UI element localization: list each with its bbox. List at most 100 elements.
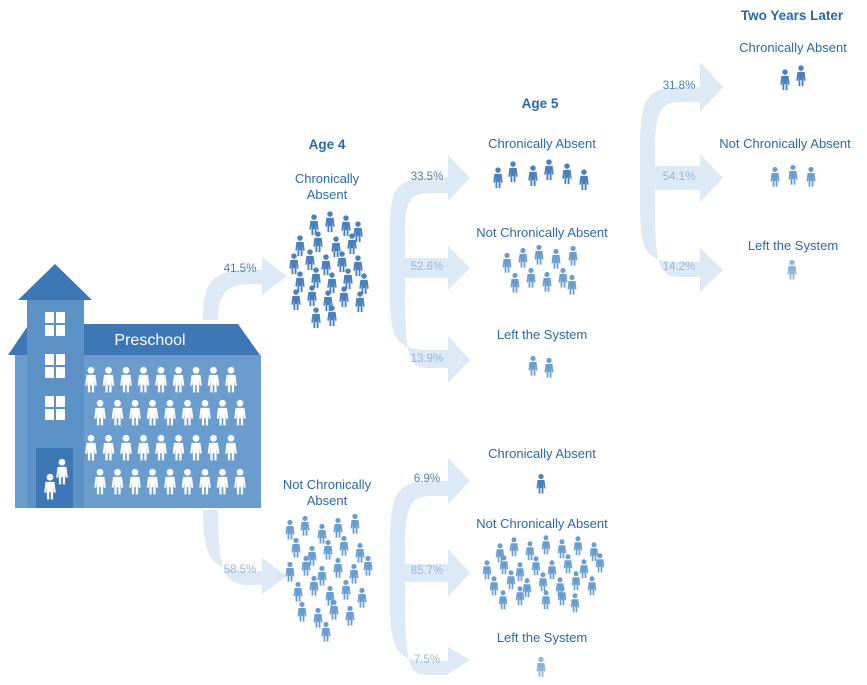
person-icon bbox=[295, 271, 305, 293]
person-icon bbox=[541, 535, 551, 555]
person-icon bbox=[347, 233, 357, 255]
person-icon bbox=[770, 166, 780, 187]
preschool-building: Preschool bbox=[8, 264, 261, 508]
pct-a5c-chronic: 33.5% bbox=[410, 171, 444, 183]
person-icon bbox=[293, 581, 303, 602]
person-icon bbox=[536, 656, 546, 677]
person-icon bbox=[573, 536, 583, 556]
person-icon bbox=[515, 586, 525, 606]
person-icon bbox=[579, 169, 589, 191]
age4-not-chronic-label: Not Chronically Absent bbox=[266, 477, 388, 509]
person-icon bbox=[510, 272, 520, 293]
person-icon bbox=[343, 268, 353, 290]
person-icon bbox=[339, 286, 349, 308]
person-icon bbox=[305, 249, 315, 271]
person-icon bbox=[509, 537, 519, 557]
tyl-not-chronic-label: Not Chronically Absent bbox=[719, 136, 851, 151]
arrow-preschool-to-not-chronic bbox=[203, 510, 287, 594]
arrow-a5c-to-left bbox=[640, 205, 723, 292]
person-icon bbox=[508, 161, 518, 183]
age4-chronic-label: Chronically Absent bbox=[277, 171, 377, 203]
flow-arrows bbox=[203, 62, 723, 675]
person-icon bbox=[557, 539, 567, 559]
age4-not-chronic-label-line2: Absent bbox=[306, 493, 348, 508]
pct-a5n-not-chronic: 85.7% bbox=[410, 565, 444, 577]
person-icon bbox=[341, 579, 351, 600]
a5n-chronic-label: Chronically Absent bbox=[488, 446, 596, 461]
tower-roof bbox=[18, 264, 92, 300]
pct-age4-not-chronic: 58.5% bbox=[223, 564, 257, 576]
person-icon bbox=[589, 542, 599, 562]
pct-a5c-not-chronic: 52.6% bbox=[410, 261, 444, 273]
a5c-left-label: Left the System bbox=[496, 327, 588, 342]
person-icon bbox=[311, 307, 321, 329]
person-icon bbox=[536, 473, 546, 494]
person-icon bbox=[788, 164, 798, 185]
a5c-chronic-people bbox=[493, 159, 589, 191]
person-icon bbox=[341, 215, 351, 237]
person-icon bbox=[780, 69, 790, 91]
arrow-a4n-to-left bbox=[390, 600, 470, 675]
header-age-5: Age 5 bbox=[521, 96, 559, 111]
person-icon bbox=[289, 253, 299, 275]
person-icon bbox=[563, 554, 573, 574]
pct-tyl-left: 14.2% bbox=[662, 261, 696, 273]
arrow-a4n-to-not-chronic bbox=[390, 540, 470, 610]
person-icon bbox=[300, 515, 310, 536]
a5n-not-chronic-label: Not Chronically Absent bbox=[476, 516, 608, 531]
a5c-not-chronic-label: Not Chronically Absent bbox=[476, 225, 608, 240]
person-icon bbox=[359, 273, 369, 295]
person-icon bbox=[502, 252, 512, 273]
person-icon bbox=[525, 541, 535, 561]
person-icon bbox=[295, 235, 305, 257]
person-icon bbox=[531, 556, 541, 576]
person-icon bbox=[579, 559, 589, 579]
person-icon bbox=[325, 211, 335, 233]
tyl-chronic-label: Chronically Absent bbox=[739, 40, 847, 55]
person-icon bbox=[493, 167, 503, 189]
person-icon bbox=[307, 285, 317, 307]
pct-tyl-chronic: 31.8% bbox=[662, 80, 696, 92]
a5c-chronic-label: Chronically Absent bbox=[488, 136, 596, 151]
person-icon bbox=[528, 165, 538, 187]
a5n-left-label: Left the System bbox=[496, 630, 588, 645]
person-icon bbox=[542, 271, 552, 292]
person-icon bbox=[541, 590, 551, 610]
person-icon bbox=[355, 542, 365, 563]
pct-a5n-chronic: 6.9% bbox=[413, 473, 441, 485]
header-age-4: Age 4 bbox=[308, 137, 346, 152]
person-icon bbox=[587, 576, 597, 596]
age4-chronic-people bbox=[289, 211, 369, 329]
tyl-not-chronic-people bbox=[770, 164, 816, 187]
person-icon bbox=[297, 601, 307, 622]
arrow-a5c-to-not-chronic bbox=[640, 140, 723, 212]
pct-a5c-left: 13.9% bbox=[410, 353, 444, 365]
person-icon bbox=[291, 289, 301, 311]
person-icon bbox=[538, 572, 548, 592]
person-icon bbox=[337, 251, 347, 273]
tyl-chronic-people bbox=[780, 65, 806, 91]
person-icon bbox=[489, 576, 499, 596]
person-icon bbox=[309, 575, 319, 596]
person-icon bbox=[518, 247, 528, 268]
person-icon bbox=[534, 244, 544, 265]
person-icon bbox=[313, 607, 323, 628]
a5c-not-chronic-people bbox=[502, 244, 578, 295]
age4-chronic-label-line1: Chronically bbox=[294, 171, 360, 186]
person-icon bbox=[327, 272, 337, 294]
tyl-left-label: Left the System bbox=[747, 238, 839, 253]
person-icon bbox=[357, 587, 367, 608]
person-icon bbox=[515, 562, 525, 582]
person-icon bbox=[570, 593, 580, 613]
arrow-a4c-to-not-chronic bbox=[390, 230, 470, 300]
person-icon bbox=[321, 621, 331, 642]
person-icon bbox=[321, 254, 331, 276]
a5n-left-people bbox=[536, 656, 546, 677]
person-icon bbox=[567, 274, 577, 295]
person-icon bbox=[353, 221, 363, 243]
person-icon bbox=[482, 560, 492, 580]
people-groups bbox=[285, 65, 816, 677]
person-icon bbox=[526, 267, 536, 288]
person-icon bbox=[544, 159, 554, 181]
preschool-label: Preschool bbox=[114, 332, 185, 349]
